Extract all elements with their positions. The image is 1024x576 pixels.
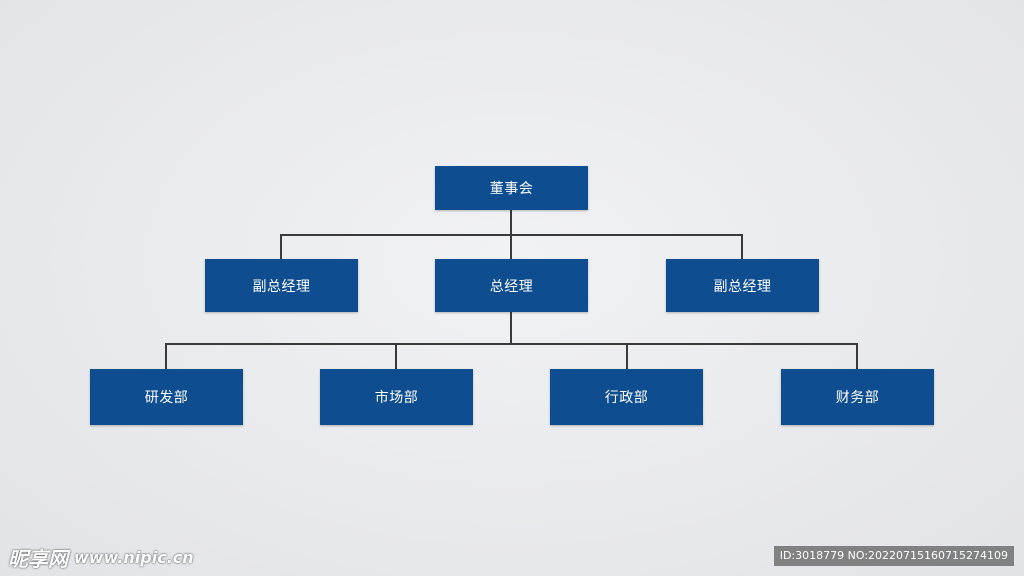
watermark-brand: 昵享网 [8, 546, 68, 571]
node-board: 董事会 [435, 166, 588, 210]
node-admin-department: 行政部 [550, 369, 703, 425]
watermark-id-text: ID:3018779 NO:20220715160715274109 [779, 549, 1008, 562]
node-vice-gm-right-label: 副总经理 [713, 278, 772, 295]
node-finance-department: 财务部 [781, 369, 934, 425]
watermark-logo: 昵享网 www.nipic.cn [8, 544, 194, 571]
node-vice-gm-left-label: 副总经理 [252, 278, 311, 295]
node-board-label: 董事会 [489, 181, 534, 197]
node-finance-department-label: 财务部 [835, 390, 880, 406]
node-general-manager: 总经理 [435, 259, 588, 312]
watermark-site: www.nipic.cn [74, 547, 194, 567]
node-rd-department: 研发部 [90, 369, 243, 425]
node-admin-department-label: 行政部 [604, 390, 649, 406]
node-marketing-department: 市场部 [320, 369, 473, 425]
node-marketing-department-label: 市场部 [374, 390, 419, 406]
node-general-manager-label: 总经理 [489, 278, 534, 295]
node-rd-department-label: 研发部 [144, 390, 189, 406]
node-vice-gm-left: 副总经理 [205, 259, 358, 312]
node-vice-gm-right: 副总经理 [666, 259, 819, 312]
watermark-id-badge: ID:3018779 NO:20220715160715274109 [773, 546, 1014, 566]
